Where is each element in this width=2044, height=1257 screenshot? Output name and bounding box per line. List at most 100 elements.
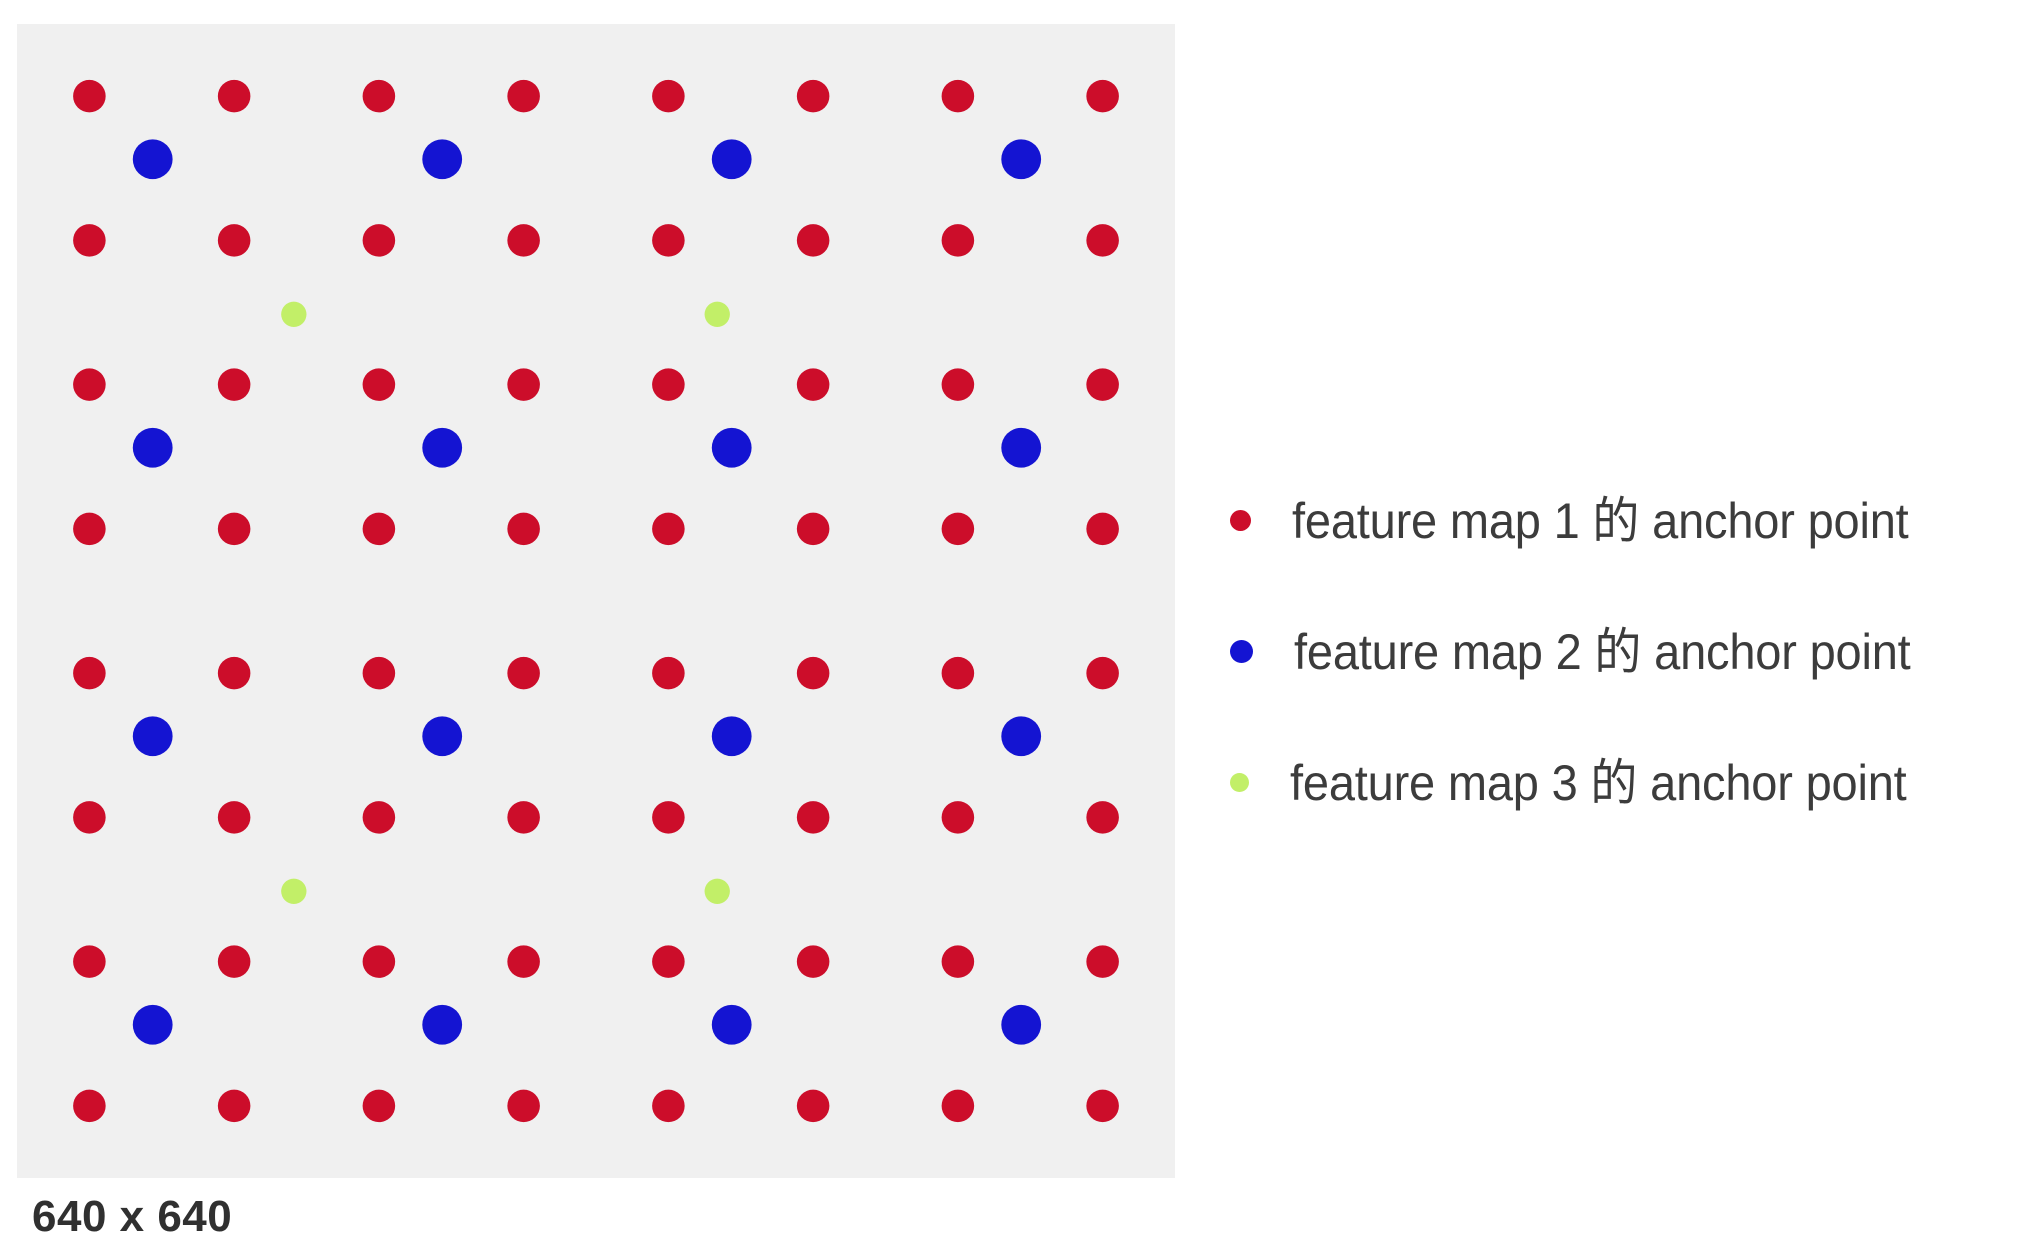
anchor-point: [362, 656, 396, 690]
anchor-point: [507, 368, 540, 401]
legend-label-feature-map-3: feature map 3 的 anchor point: [1290, 754, 1907, 811]
anchor-series-1: [73, 79, 1119, 1123]
anchor-point: [796, 79, 830, 113]
image-size-caption: 640 x 640: [32, 1192, 233, 1241]
anchor-point: [217, 512, 251, 546]
anchor-point: [711, 427, 752, 468]
anchor-point: [1086, 945, 1119, 978]
anchor-point: [652, 801, 685, 834]
anchor-point: [507, 79, 540, 113]
anchor-point: [362, 368, 396, 401]
anchor-point: [73, 656, 106, 690]
anchor-point: [362, 801, 396, 834]
anchor-point: [711, 1004, 752, 1045]
anchor-point: [941, 1089, 975, 1123]
legend-row-feature-map-1[interactable]: feature map 1 的 anchor point: [1218, 455, 2044, 586]
anchor-point: [796, 945, 830, 978]
anchor-point: [796, 224, 830, 257]
anchor-point: [73, 945, 106, 978]
anchor-point: [281, 878, 307, 904]
anchor-point: [362, 945, 396, 978]
anchor-point: [796, 368, 830, 401]
anchor-point: [1086, 656, 1119, 690]
anchor-point: [796, 801, 830, 834]
anchor-point: [1086, 79, 1119, 113]
anchor-point: [422, 427, 463, 468]
anchor-point: [217, 79, 251, 113]
anchor-point: [507, 656, 540, 690]
anchor-point-scatter-layer: [73, 79, 1119, 1123]
anchor-point: [796, 512, 830, 546]
anchor-point: [711, 716, 752, 757]
anchor-point: [132, 1004, 173, 1045]
anchor-point: [362, 512, 396, 546]
anchor-point: [652, 945, 685, 978]
anchor-point: [1001, 1004, 1042, 1045]
anchor-point: [73, 1089, 106, 1123]
anchor-point: [941, 801, 975, 834]
anchor-point: [796, 1089, 830, 1123]
anchor-point: [507, 224, 540, 257]
anchor-point: [652, 656, 685, 690]
anchor-point: [422, 139, 463, 180]
anchor-point: [507, 945, 540, 978]
anchor-point: [132, 716, 173, 757]
legend: feature map 1 的 anchor point feature map…: [1218, 455, 2044, 848]
anchor-point: [507, 512, 540, 546]
anchor-point: [652, 368, 685, 401]
anchor-series-2: [132, 139, 1042, 1045]
anchor-point: [507, 1089, 540, 1123]
anchor-point: [941, 79, 975, 113]
anchor-point: [217, 801, 251, 834]
anchor-point: [217, 224, 251, 257]
anchor-point: [217, 1089, 251, 1123]
legend-marker-blue-circle-icon: [1230, 640, 1253, 663]
anchor-point: [73, 512, 106, 546]
anchor-point: [422, 716, 463, 757]
anchor-point: [281, 301, 307, 327]
legend-label-feature-map-1: feature map 1 的 anchor point: [1292, 492, 1909, 549]
legend-label-feature-map-2: feature map 2 的 anchor point: [1294, 623, 1911, 680]
legend-row-feature-map-3[interactable]: feature map 3 的 anchor point: [1218, 717, 2044, 848]
anchor-point: [1001, 427, 1042, 468]
anchor-point: [652, 224, 685, 257]
anchor-point: [1086, 801, 1119, 834]
anchor-point: [1001, 139, 1042, 180]
anchor-point: [1086, 224, 1119, 257]
anchor-point: [652, 512, 685, 546]
anchor-point: [652, 79, 685, 113]
anchor-point: [711, 139, 752, 180]
anchor-point: [507, 801, 540, 834]
anchor-point: [73, 801, 106, 834]
anchor-point: [362, 1089, 396, 1123]
anchor-point: [941, 368, 975, 401]
anchor-point: [652, 1089, 685, 1123]
anchor-point: [704, 301, 730, 327]
legend-row-feature-map-2[interactable]: feature map 2 的 anchor point: [1218, 586, 2044, 717]
anchor-point: [362, 79, 396, 113]
anchor-point: [422, 1004, 463, 1045]
anchor-series-3: [281, 301, 730, 904]
anchor-point: [796, 656, 830, 690]
anchor-point: [217, 656, 251, 690]
anchor-point: [73, 79, 106, 113]
anchor-point: [132, 139, 173, 180]
anchor-point: [73, 224, 106, 257]
anchor-point: [132, 427, 173, 468]
anchor-point: [941, 224, 975, 257]
legend-marker-red-circle-icon: [1230, 510, 1251, 531]
anchor-point: [1086, 1089, 1119, 1123]
anchor-point: [941, 512, 975, 546]
anchor-point: [362, 224, 396, 257]
anchor-point: [941, 656, 975, 690]
anchor-point: [941, 945, 975, 978]
anchor-point: [217, 368, 251, 401]
plot-area: [17, 24, 1175, 1178]
anchor-point: [73, 368, 106, 401]
anchor-point: [1086, 512, 1119, 546]
anchor-point: [1086, 368, 1119, 401]
legend-marker-green-circle-icon: [1230, 773, 1249, 792]
anchor-point: [217, 945, 251, 978]
anchor-point: [704, 878, 730, 904]
